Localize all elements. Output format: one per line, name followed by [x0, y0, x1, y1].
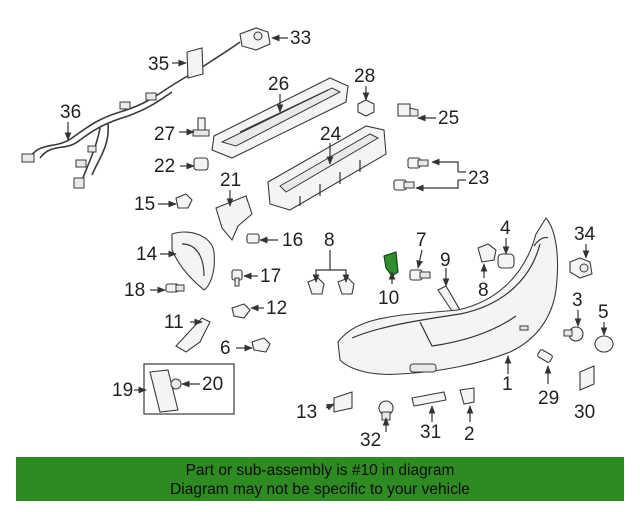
part-33-sensor	[239, 27, 271, 51]
callout-7: 7	[416, 230, 427, 251]
part-14-mud-guard	[171, 231, 215, 291]
part-27-bolt	[192, 117, 210, 137]
callout-23: 23	[468, 168, 489, 189]
callout-35: 35	[148, 54, 169, 75]
callout-17: 17	[260, 266, 281, 287]
part-21-bracket	[215, 195, 253, 242]
part-1-bumper-cover	[337, 217, 559, 375]
part-10-highlighted	[383, 251, 399, 277]
callout-25: 25	[438, 108, 459, 129]
callout-18: 18	[124, 280, 145, 301]
callout-32: 32	[360, 430, 381, 451]
part-16-clip	[246, 233, 260, 244]
callout-labels: 36 35 33 26 28 25 27 24 22 23 21 15 8 7 …	[60, 28, 609, 451]
part-34-sensor	[569, 257, 593, 279]
callout-4: 4	[500, 218, 511, 239]
part-30-pad	[579, 365, 595, 391]
callout-36: 36	[60, 102, 81, 123]
callout-16: 16	[282, 230, 303, 251]
part-8-clip-right	[477, 243, 497, 263]
part-8-fasteners	[307, 277, 355, 295]
part-25-bolt	[397, 103, 419, 117]
part-35-pad	[186, 47, 204, 79]
part-6-clip	[251, 337, 271, 353]
banner-line-2: Diagram may not be specific to your vehi…	[170, 481, 470, 498]
callout-33: 33	[290, 28, 311, 49]
callout-8b: 8	[478, 280, 489, 301]
callout-14: 14	[136, 244, 158, 265]
part-5-cap	[594, 335, 614, 353]
callout-1: 1	[502, 374, 513, 395]
callout-26: 26	[268, 74, 289, 95]
part-4-grommet	[497, 253, 515, 269]
callout-21: 21	[220, 170, 241, 191]
callout-15: 15	[134, 194, 155, 215]
part-26-reinforcement	[211, 77, 349, 159]
part-31-molding	[411, 391, 447, 407]
part-18-bolt	[165, 283, 185, 293]
callout-10: 10	[378, 288, 399, 309]
part-13-cap	[333, 391, 353, 413]
callout-30: 30	[574, 402, 595, 423]
callout-34: 34	[574, 224, 596, 245]
callout-31: 31	[420, 422, 441, 443]
callout-13: 13	[296, 402, 317, 423]
callout-22: 22	[154, 156, 175, 177]
part-23-bolts	[393, 157, 429, 191]
callout-19: 19	[112, 380, 133, 401]
part-15-clip	[175, 193, 193, 209]
part-2-clip	[459, 387, 475, 405]
callout-29: 29	[538, 388, 559, 409]
callout-11: 11	[164, 312, 184, 333]
callout-28: 28	[354, 66, 375, 87]
info-banner: Part or sub-assembly is #10 in diagram D…	[16, 457, 624, 501]
callout-2: 2	[464, 424, 475, 445]
callout-24: 24	[320, 124, 342, 145]
callout-8a: 8	[324, 230, 335, 251]
part-17-screw	[231, 269, 243, 287]
callout-27: 27	[154, 124, 175, 145]
callout-12: 12	[266, 298, 287, 319]
callout-3: 3	[572, 290, 583, 311]
banner-line-1: Part or sub-assembly is #10 in diagram	[185, 462, 455, 479]
part-22-bumper-stop	[193, 157, 209, 171]
part-36-wiring-harness	[21, 41, 241, 189]
callout-20: 20	[202, 374, 223, 395]
callout-5: 5	[598, 302, 609, 323]
part-32-bolt	[378, 400, 394, 421]
callout-9: 9	[440, 250, 451, 271]
callout-6: 6	[220, 338, 231, 359]
part-7-bolt	[409, 269, 431, 281]
part-29-bolt	[537, 349, 553, 363]
part-12-clip	[231, 303, 251, 319]
part-28-nut	[357, 99, 375, 117]
part-3-bolt	[563, 326, 584, 342]
